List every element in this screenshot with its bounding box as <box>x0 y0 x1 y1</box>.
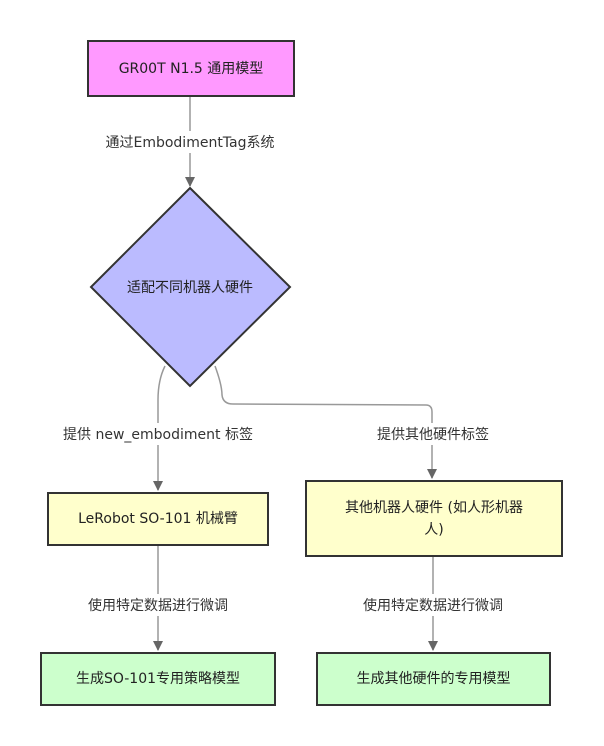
edge-label-finetune-left: 使用特定数据进行微调 <box>86 594 230 616</box>
edge-decision-other <box>214 365 437 479</box>
node-adapt-hardware: 适配不同机器人硬件 <box>127 280 253 296</box>
edge-label-embodiment-tag: 通过EmbodimentTag系统 <box>103 131 277 153</box>
edge-label-other-tag: 提供其他硬件标签 <box>375 423 491 445</box>
node-other-model: 生成其他硬件的专用模型 <box>316 652 551 706</box>
edge-label-finetune-right: 使用特定数据进行微调 <box>361 594 505 616</box>
node-so101-model: 生成SO-101专用策略模型 <box>40 652 276 706</box>
decision-diamond <box>89 186 292 388</box>
node-other-hardware: 其他机器人硬件 (如人形机器人) <box>305 480 563 557</box>
edge-label-new-embodiment: 提供 new_embodiment 标签 <box>61 423 255 445</box>
node-lerobot-arm: LeRobot SO-101 机械臂 <box>47 492 269 546</box>
edge-decision-lerobot <box>153 365 166 491</box>
node-groot-model: GR00T N1.5 通用模型 <box>87 40 295 97</box>
